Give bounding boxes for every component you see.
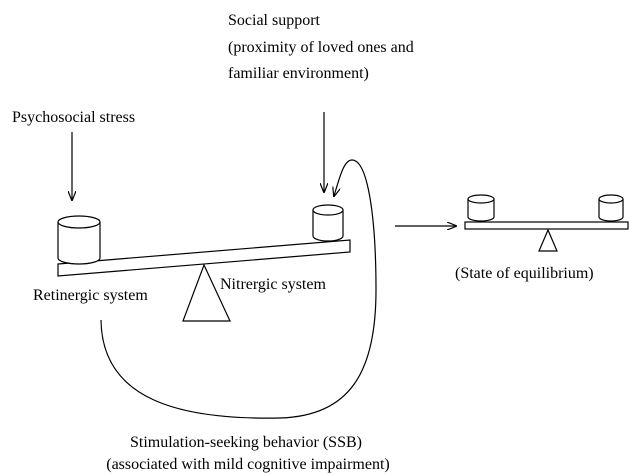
ssb-feedback-loop bbox=[100, 159, 377, 419]
balanced-left-weight-icon bbox=[467, 194, 495, 222]
equilibrium-label: (State of equilibrium) bbox=[455, 265, 594, 282]
left-weight-icon bbox=[57, 215, 101, 265]
retinergic-system-label: Retinergic system bbox=[33, 287, 148, 304]
ssb-label: Stimulation-seeking behavior (SSB) (asso… bbox=[106, 434, 389, 473]
social-support-label: Social support (proximity of loved ones … bbox=[228, 12, 418, 82]
nitrergic-system-label: Nitrergic system bbox=[220, 276, 326, 293]
balanced-balance bbox=[464, 194, 629, 252]
balanced-beam bbox=[464, 221, 629, 230]
right-weight-icon bbox=[312, 204, 344, 242]
balanced-right-weight-icon bbox=[598, 194, 624, 222]
tilted-balance bbox=[57, 204, 351, 322]
psychosocial-stress-label: Psychosocial stress bbox=[12, 109, 135, 126]
tilted-fulcrum bbox=[182, 263, 231, 322]
balanced-fulcrum bbox=[538, 228, 558, 252]
tilted-beam bbox=[57, 239, 351, 277]
